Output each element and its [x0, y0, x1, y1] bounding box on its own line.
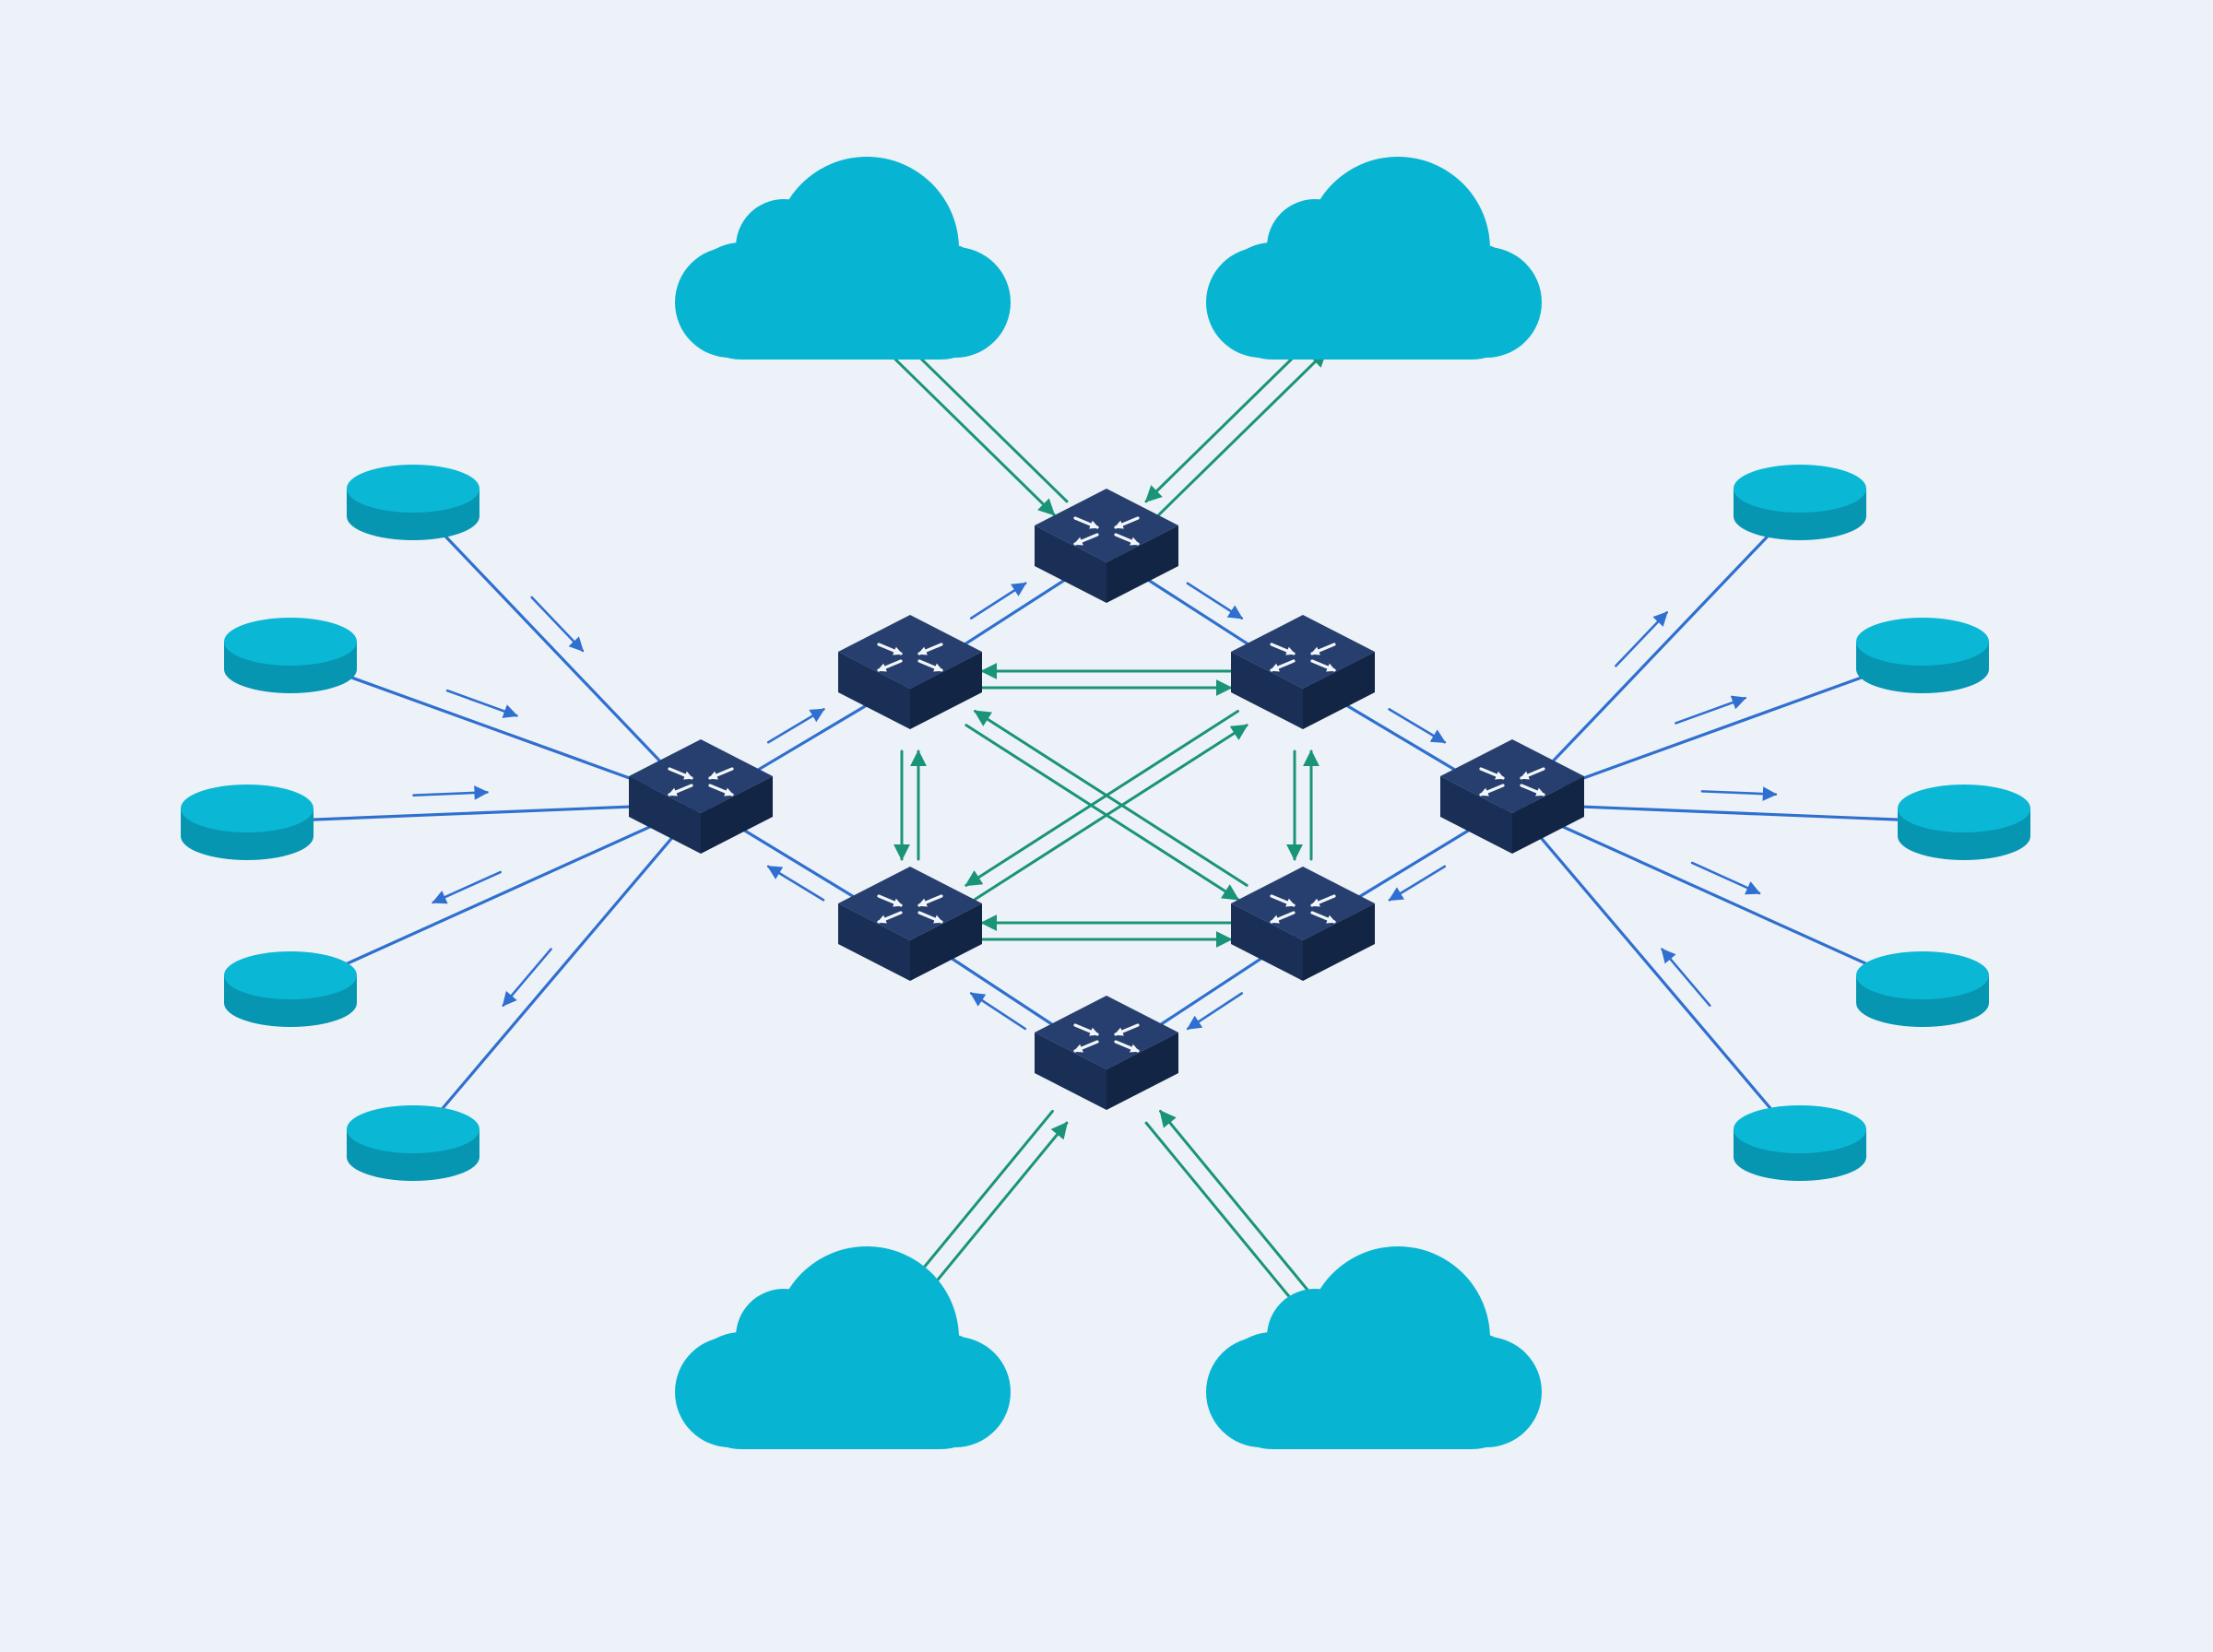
cloud-icon: [1206, 157, 1542, 360]
router-icon: [838, 615, 982, 729]
core-link-router-mid-top-right-router-mid-bottom-left-back: [974, 724, 1249, 901]
flow-arrows-layer: [412, 582, 1778, 1031]
uplink-cloud-top-left-router-top-back: [898, 336, 1069, 503]
flow-arrow-endpoint-left-5: [502, 948, 552, 1007]
database-icon: [181, 785, 314, 860]
link-endpoint-left-5: [411, 802, 703, 1145]
router-icon: [1231, 615, 1375, 729]
link-endpoint-right-5: [1510, 802, 1802, 1145]
router-icon: [1440, 739, 1584, 854]
database-icon: [1856, 951, 1989, 1027]
flow-arrow-router-mid-bottom-right-router-bottom: [1186, 992, 1244, 1031]
router-icon: [1035, 996, 1178, 1110]
database-icon: [224, 951, 357, 1027]
database-icon: [347, 465, 479, 540]
flow-arrow-endpoint-left-1: [530, 596, 585, 653]
flow-arrow-router-bottom-router-mid-bottom-left: [969, 992, 1027, 1031]
core-link-router-mid-top-right-router-mid-bottom-left-fwd: [964, 710, 1239, 887]
database-icon: [224, 618, 357, 693]
core-link-router-mid-top-left-router-mid-bottom-right-back: [974, 710, 1249, 887]
link-endpoint-left-1: [411, 501, 703, 806]
flow-arrow-endpoint-left-2: [445, 689, 518, 718]
flow-arrow-endpoint-left-4: [432, 870, 502, 904]
cloud-icon: [1206, 1246, 1542, 1449]
link-endpoint-right-4: [1510, 802, 1924, 991]
flow-arrow-router-left-hub-router-mid-top-left: [766, 708, 825, 744]
flow-arrow-endpoint-right-5: [1661, 948, 1711, 1007]
uplink-cloud-top-right-router-top-back: [1157, 349, 1328, 516]
link-endpoint-right-3: [1510, 802, 1966, 824]
flow-arrow-router-mid-bottom-left-router-left-hub: [766, 865, 825, 902]
flow-arrow-endpoint-right-2: [1675, 695, 1747, 725]
nodes-layer: [181, 157, 2030, 1449]
router-icon: [629, 739, 773, 854]
database-icon: [1898, 785, 2030, 860]
router-icon: [1231, 867, 1375, 981]
router-icon: [1035, 489, 1178, 603]
link-endpoint-right-1: [1510, 501, 1802, 806]
flow-arrow-endpoint-right-3: [1700, 786, 1778, 801]
links-layer: [245, 336, 1966, 1340]
flow-arrow-endpoint-right-4: [1690, 861, 1761, 895]
database-icon: [1856, 618, 1989, 693]
uplink-cloud-top-right-router-top-fwd: [1144, 336, 1315, 503]
link-endpoint-left-3: [245, 802, 703, 824]
flow-arrow-router-mid-top-right-router-right-hub: [1388, 708, 1447, 744]
flow-arrow-router-mid-top-left-router-top: [969, 582, 1027, 620]
database-icon: [1734, 1105, 1866, 1181]
flow-arrow-router-right-hub-router-mid-bottom-right: [1388, 865, 1447, 902]
cloud-icon: [675, 157, 1011, 360]
flow-arrow-endpoint-left-3: [412, 785, 490, 800]
database-icon: [347, 1105, 479, 1181]
link-endpoint-left-4: [289, 802, 703, 991]
flow-arrow-router-top-router-mid-top-right: [1186, 582, 1244, 620]
uplink-cloud-top-left-router-top-fwd: [885, 349, 1056, 516]
flow-arrow-endpoint-right-1: [1615, 611, 1668, 667]
router-icon: [838, 867, 982, 981]
core-link-router-mid-top-left-router-mid-bottom-right-fwd: [964, 724, 1239, 901]
database-icon: [1734, 465, 1866, 540]
cloud-icon: [675, 1246, 1011, 1449]
